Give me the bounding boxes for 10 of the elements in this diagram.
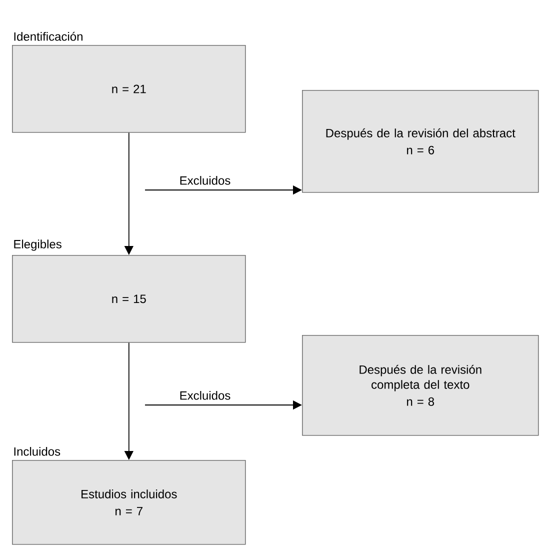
process-box: Estudios incluidos n = 7 [12, 460, 246, 545]
process-box: n = 21 [12, 45, 246, 133]
process-box: Después de la revisión del abstract n = 6 [302, 90, 539, 193]
edge-label: Excluidos [178, 174, 232, 186]
stage-heading: Incluidos [14, 446, 60, 456]
stage-heading: Elegibles [14, 240, 62, 251]
edge-label: Excluidos [178, 390, 232, 401]
process-box: n = 15 [12, 255, 246, 343]
process-box: Después de la revisión completa del texto n = 8 [302, 335, 539, 436]
stage-heading: Identificación [14, 32, 82, 41]
